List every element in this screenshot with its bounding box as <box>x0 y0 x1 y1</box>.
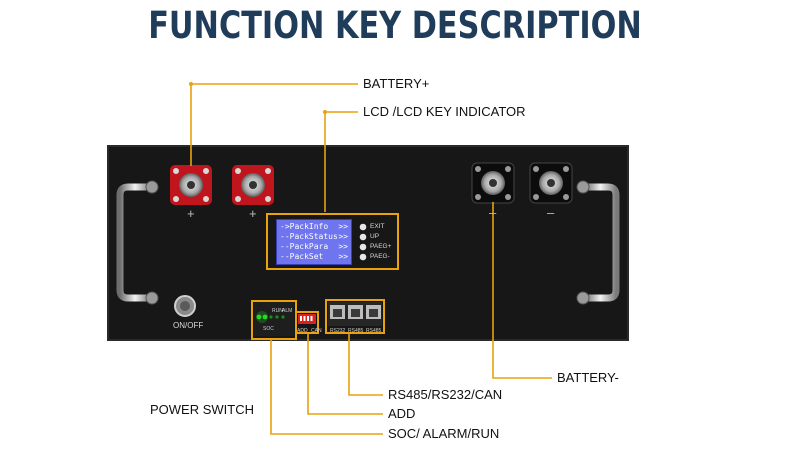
lcd-row: --PackSet >> <box>280 252 348 262</box>
callout-soc: SOC/ ALARM/RUN <box>388 426 500 441</box>
key-label-page-plus: PAEG+ <box>370 243 392 250</box>
lcd-row-arrow: >> <box>338 222 348 231</box>
callout-battery-minus: BATTERY- <box>557 370 619 385</box>
left-handle <box>116 180 159 305</box>
lcd-row: --PackStatus >> <box>280 232 348 242</box>
key-label-exit: EXIT <box>370 223 385 230</box>
rs232-label: RS232 <box>330 328 346 334</box>
lcd-row-text: --PackSet <box>280 252 324 261</box>
lcd-highlight-box <box>266 213 399 270</box>
can-label: CAN <box>311 328 322 334</box>
negative-terminal-2 <box>529 162 573 204</box>
negative-terminal-1 <box>471 162 515 204</box>
callout-battery-plus: BATTERY+ <box>363 76 430 91</box>
minus-sign: – <box>489 205 497 220</box>
lcd-row-arrow: >> <box>338 242 348 251</box>
led-indicator-panel <box>254 302 294 336</box>
soc-label: SOC <box>263 326 274 332</box>
power-switch <box>174 295 196 317</box>
callout-lcd-key-indicator: LCD /LCD KEY INDICATOR <box>363 104 526 119</box>
key-label-page-minus: PAEG- <box>370 253 390 260</box>
lcd-row-text: --PackPara <box>280 242 329 251</box>
comm-ports <box>328 302 382 326</box>
rs485-label: RS485 <box>348 328 364 334</box>
lcd-row-text: ->PackInfo <box>280 222 329 231</box>
led-run <box>256 314 262 320</box>
led-highlight-box <box>251 300 297 340</box>
lcd-row: ->PackInfo >> <box>280 222 348 232</box>
plus-sign: + <box>249 206 257 221</box>
plus-sign: + <box>187 206 195 221</box>
lcd-row-arrow: >> <box>338 252 348 261</box>
callout-add: ADD <box>388 406 416 421</box>
lcd-row-text: --PackStatus <box>280 232 338 241</box>
add-label: ADD <box>297 328 308 334</box>
lcd-screen: ->PackInfo >> --PackStatus >> --PackPara… <box>276 219 352 265</box>
lcd-keys <box>359 223 367 261</box>
ports-highlight-box <box>325 299 385 334</box>
lcd-row-arrow: >> <box>338 232 348 241</box>
positive-terminal-1 <box>170 165 212 205</box>
up-key-icon <box>359 233 367 241</box>
exit-key-icon <box>359 223 367 231</box>
alm-label: ALM <box>282 308 293 314</box>
callout-rs485: RS485/RS232/CAN <box>388 387 503 402</box>
right-handle <box>576 180 620 305</box>
callout-power-switch: POWER SWITCH <box>150 402 254 417</box>
dip-switch <box>298 314 316 324</box>
lcd-row: --PackPara >> <box>280 242 348 252</box>
key-label-up: UP <box>370 233 380 240</box>
dip-highlight-box <box>295 311 319 334</box>
page-title: FUNCTION KEY DESCRIPTION <box>148 4 642 47</box>
rs485-label-2: RS485 <box>366 328 382 334</box>
positive-terminal-2 <box>232 165 274 205</box>
page-down-key-icon <box>359 253 367 261</box>
onoff-label: ON/OFF <box>173 321 204 330</box>
minus-sign: – <box>547 205 555 220</box>
led-alm <box>262 314 268 320</box>
page-up-key-icon <box>359 243 367 251</box>
run-label: RUN <box>272 308 283 314</box>
